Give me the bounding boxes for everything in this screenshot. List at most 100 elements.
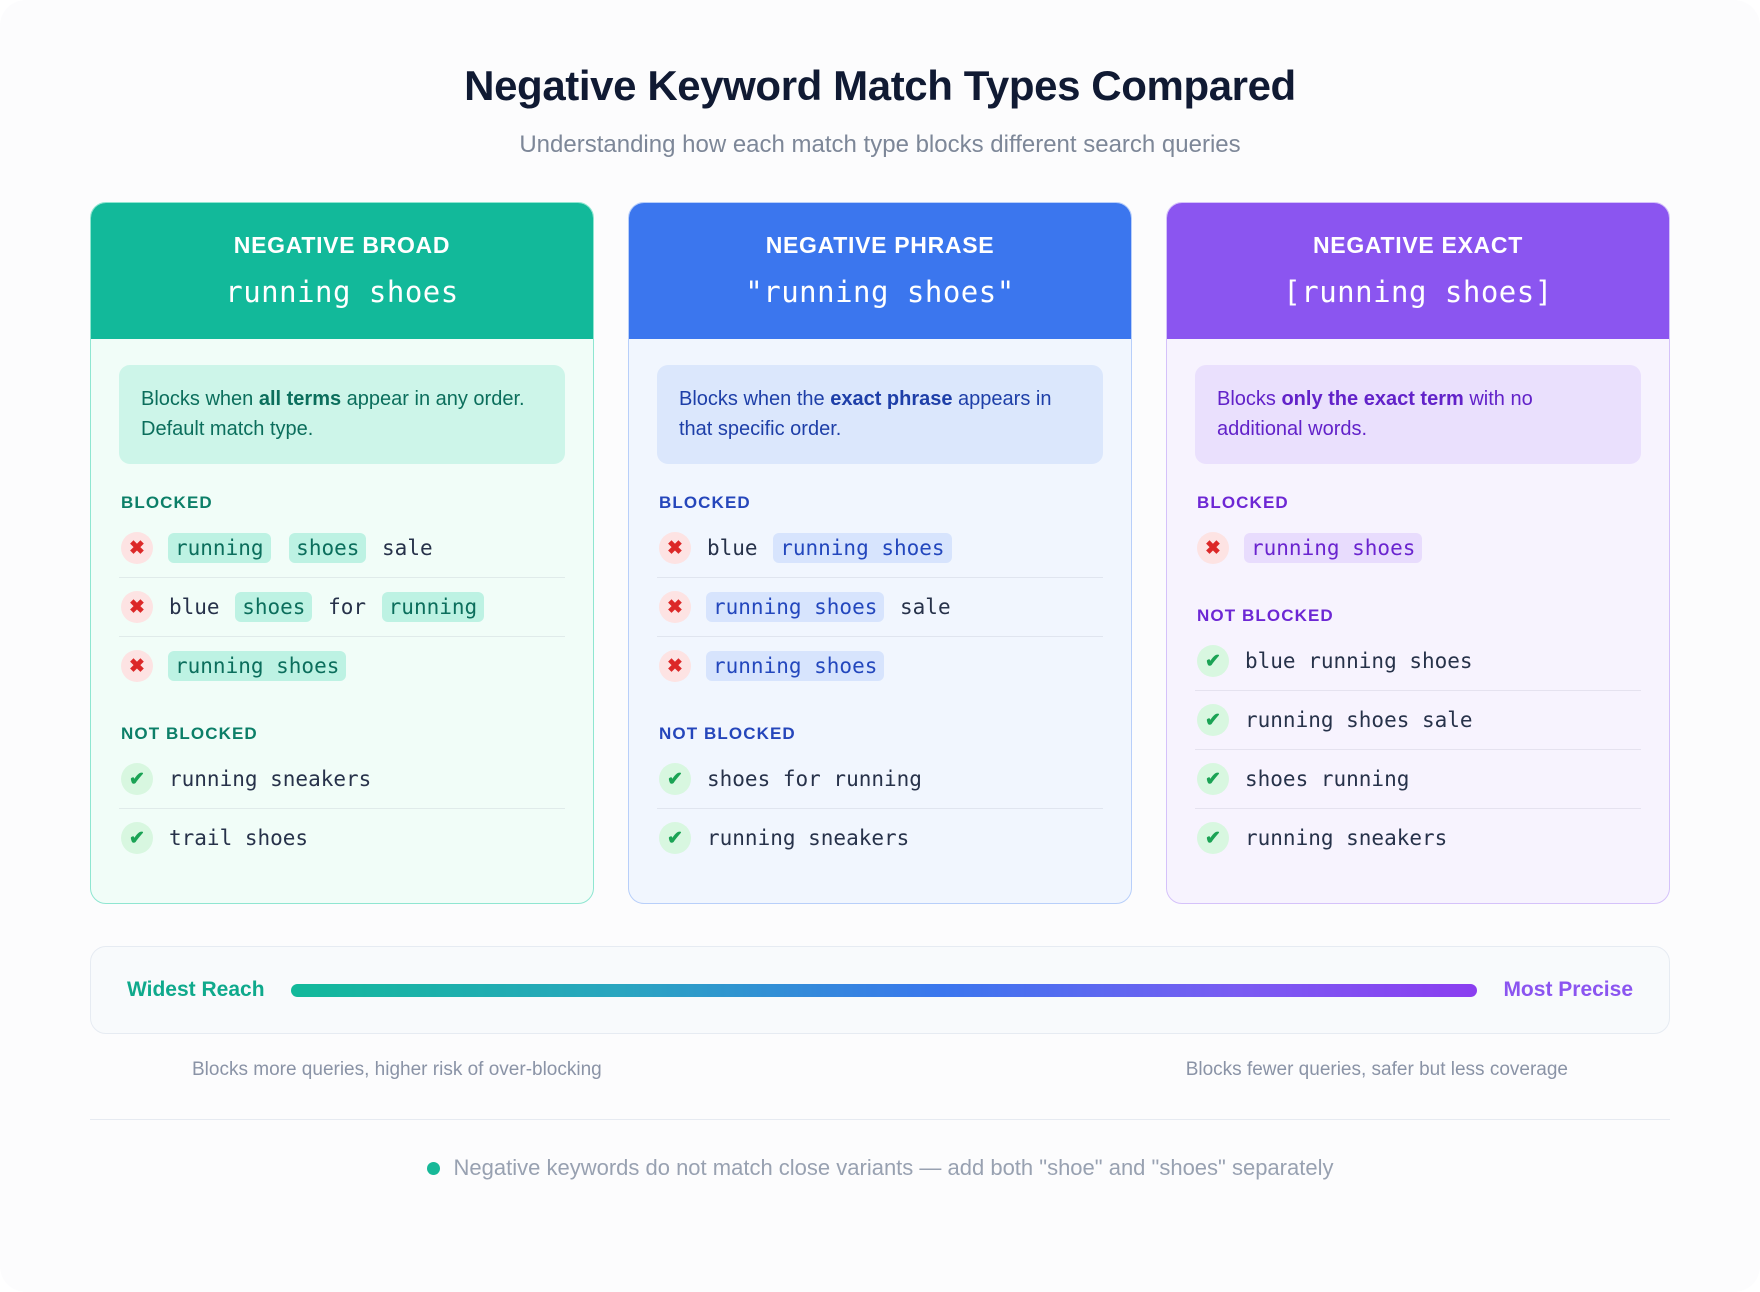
query-term-highlight: running shoes bbox=[773, 533, 952, 563]
blocked-section-label: BLOCKED bbox=[121, 493, 213, 512]
query-term-highlight: running bbox=[168, 533, 271, 563]
footnote: Negative keywords do not match close var… bbox=[0, 1155, 1760, 1181]
not-blocked-query-row: ✔ running sneakers bbox=[119, 750, 565, 809]
query-term: for bbox=[315, 595, 379, 619]
description-prefix: Blocks when bbox=[141, 388, 259, 410]
query-text: running sneakers bbox=[1243, 823, 1449, 853]
card-match-type-name: NEGATIVE EXACT bbox=[1312, 232, 1523, 258]
query-term-highlight: running shoes bbox=[168, 651, 347, 681]
query-term: trail shoes bbox=[169, 826, 309, 850]
query-text: blue running shoes bbox=[705, 533, 953, 563]
not-blocked-section-label: NOT BLOCKED bbox=[121, 724, 258, 743]
query-text: running shoes bbox=[167, 651, 347, 681]
description-prefix: Blocks when the bbox=[679, 388, 831, 410]
not-blocked-query-row: ✔ shoes for running bbox=[657, 750, 1103, 809]
page-title: Negative Keyword Match Types Compared bbox=[464, 62, 1296, 109]
query-term: sale bbox=[369, 536, 433, 560]
not-blocked-query-row: ✔blue running shoes bbox=[1195, 632, 1641, 691]
query-text: running shoes bbox=[705, 651, 885, 681]
description-emphasis: exact phrase bbox=[830, 388, 953, 410]
card-body: Blocks when the exact phrase appears in … bbox=[629, 339, 1131, 903]
query-term: blue bbox=[169, 595, 233, 619]
cross-icon: ✖ bbox=[121, 532, 153, 564]
query-term: sale bbox=[887, 595, 951, 619]
spectrum-panel: Widest Reach Most Precise bbox=[90, 946, 1670, 1034]
check-icon: ✔ bbox=[121, 822, 153, 854]
cross-icon: ✖ bbox=[659, 532, 691, 564]
spectrum-right-caption: Blocks fewer queries, safer but less cov… bbox=[1185, 1059, 1568, 1080]
query-text: shoes for running bbox=[705, 764, 924, 794]
blocked-query-row: ✖ running shoes bbox=[657, 637, 1103, 695]
card-keyword-syntax: [running shoes] bbox=[1283, 275, 1553, 309]
description-suffix: with no additional words. bbox=[1217, 388, 1533, 440]
query-text: running sneakers bbox=[167, 764, 373, 794]
blocked-query-list: ✖ running shoes sale ✖ blue shoes for runni… bbox=[119, 519, 565, 695]
description-emphasis: only the exact term bbox=[1281, 388, 1464, 410]
blocked-query-row: ✖ running shoes sale bbox=[119, 519, 565, 578]
blocked-query-list: ✖ running shoes bbox=[1195, 519, 1641, 577]
query-term: shoes running bbox=[1245, 767, 1410, 791]
query-text: running shoes sale bbox=[1243, 705, 1475, 735]
not-blocked-query-row: ✔ shoes running bbox=[1195, 750, 1641, 809]
not-blocked-query-list: ✔blue running shoes ✔ running shoes sale ✔ s… bbox=[1195, 632, 1641, 867]
query-text: blue running shoes bbox=[1243, 646, 1475, 676]
query-term: shoes for running bbox=[707, 767, 922, 791]
query-text: running shoes sale bbox=[705, 592, 953, 622]
card-description: Blocks when all terms appear in any orde… bbox=[119, 365, 565, 464]
query-text: shoes running bbox=[1243, 764, 1411, 794]
page-header: Negative Keyword Match Types Compared Un… bbox=[0, 0, 1760, 159]
blocked-query-row: ✖ running shoes sale bbox=[657, 578, 1103, 637]
query-term-highlight: running shoes bbox=[706, 651, 885, 681]
card-header: NEGATIVE BROAD running shoes bbox=[91, 203, 593, 339]
not-blocked-query-row: ✔ running shoes sale bbox=[1195, 691, 1641, 750]
spectrum-left-caption: Blocks more queries, higher risk of over… bbox=[192, 1059, 602, 1080]
card-description: Blocks when the exact phrase appears in … bbox=[657, 365, 1103, 464]
blocked-section-label: BLOCKED bbox=[1197, 493, 1289, 512]
query-term: running sneakers bbox=[169, 767, 372, 791]
not-blocked-query-row: ✔running sneakers bbox=[1195, 809, 1641, 867]
description-suffix: appear in any order. Default match type. bbox=[141, 388, 525, 440]
query-term-highlight: running bbox=[381, 592, 485, 622]
card-body: Blocks when all terms appear in any orde… bbox=[91, 339, 593, 903]
not-blocked-section-label: NOT BLOCKED bbox=[659, 724, 796, 743]
cross-icon: ✖ bbox=[659, 650, 691, 682]
query-term: blue running shoes bbox=[1245, 649, 1473, 673]
spectrum-section: Widest Reach Most Precise Blocks more qu… bbox=[0, 946, 1760, 1081]
footer-divider bbox=[90, 1119, 1670, 1120]
blocked-query-list: ✖ blue running shoes ✖ running shoes sale ✖ r… bbox=[657, 519, 1103, 695]
not-blocked-query-row: ✔ trail shoes bbox=[119, 809, 565, 867]
card-keyword-syntax: running shoes bbox=[225, 275, 459, 309]
card-header: NEGATIVE PHRASE"running shoes" bbox=[629, 203, 1131, 339]
cross-icon: ✖ bbox=[659, 591, 691, 623]
query-term bbox=[272, 533, 289, 563]
check-icon: ✔ bbox=[659, 763, 691, 795]
bullet-icon bbox=[426, 1161, 440, 1175]
check-icon: ✔ bbox=[1197, 763, 1229, 795]
spectrum-gradient-bar bbox=[290, 983, 1478, 997]
query-term-highlight: running shoes bbox=[1244, 533, 1423, 563]
query-term: running sneakers bbox=[1245, 826, 1448, 850]
not-blocked-query-list: ✔ running sneakers ✔ trail shoes bbox=[119, 750, 565, 867]
query-term: running sneakers bbox=[707, 826, 910, 850]
query-term: blue bbox=[707, 536, 771, 560]
query-text: trail shoes bbox=[167, 823, 310, 853]
cross-icon: ✖ bbox=[1197, 532, 1229, 564]
query-text: running sneakers bbox=[705, 823, 911, 853]
query-term-highlight: shoes bbox=[235, 592, 313, 622]
card-body: Blocks only the exact term with no addit… bbox=[1167, 339, 1669, 903]
blocked-query-row: ✖ running shoes bbox=[119, 637, 565, 695]
check-icon: ✔ bbox=[1197, 704, 1229, 736]
cross-icon: ✖ bbox=[121, 650, 153, 682]
query-term-highlight: running shoes bbox=[706, 592, 885, 622]
cross-icon: ✖ bbox=[121, 591, 153, 623]
query-term-highlight: shoes bbox=[289, 533, 367, 563]
blocked-query-row: ✖ blue shoes for running bbox=[119, 578, 565, 637]
check-icon: ✔ bbox=[121, 763, 153, 795]
card-match-type-name: NEGATIVE BROAD bbox=[233, 232, 451, 258]
match-type-card: NEGATIVE EXACT [running shoes] Blocks only… bbox=[1166, 202, 1670, 904]
check-icon: ✔ bbox=[659, 822, 691, 854]
card-match-type-name: NEGATIVE PHRASE bbox=[765, 232, 995, 258]
